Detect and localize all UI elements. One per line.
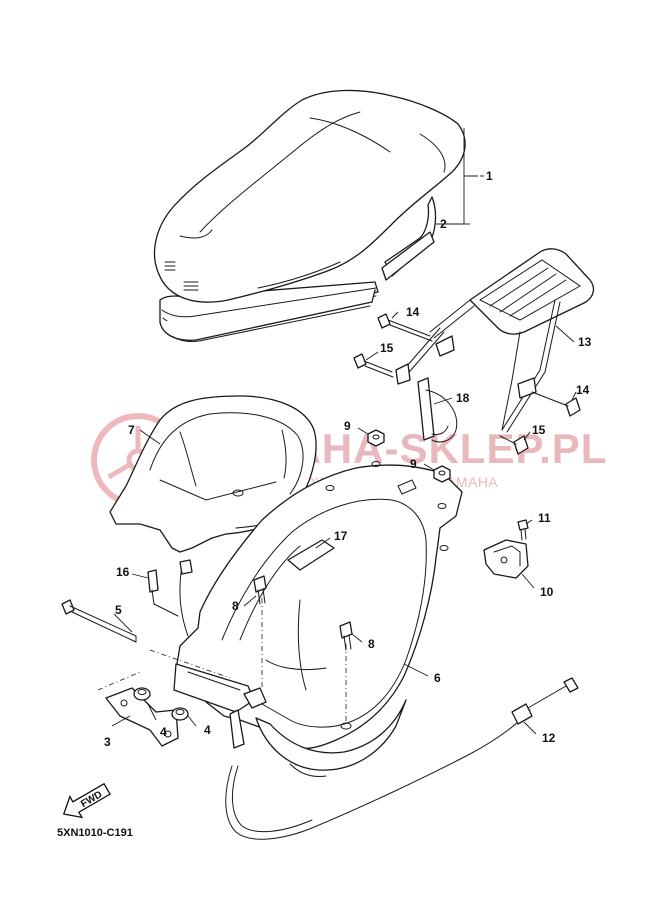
callout-4b: 4 (204, 723, 211, 737)
callout-14b: 14 (576, 383, 590, 397)
cable-clip (417, 377, 458, 443)
callout-3: 3 (104, 735, 111, 749)
callout-12: 12 (542, 731, 556, 745)
callout-6: 6 (434, 671, 441, 685)
screw-8-right (339, 621, 353, 651)
callout-2: 2 (440, 217, 447, 231)
callout-4a: 4 (160, 725, 167, 739)
screw-11 (517, 519, 529, 541)
fwd-label: FWD (79, 789, 104, 810)
callout-18: 18 (456, 391, 470, 405)
damper-4-right (171, 707, 189, 721)
bolt-15-upper (353, 353, 394, 378)
callout-8a: 8 (232, 599, 239, 613)
callout-15b: 15 (532, 423, 546, 437)
bolt-14-lower (531, 391, 581, 417)
leader-lines (111, 128, 577, 735)
cable-holder-16 (147, 559, 193, 637)
fwd-arrow: FWD (62, 782, 111, 819)
seat-latch (483, 539, 529, 579)
callout-5: 5 (115, 603, 122, 617)
seat-lock-cable (225, 677, 579, 840)
seat-assembly (153, 89, 466, 343)
callout-8b: 8 (368, 637, 375, 651)
callout-labels: 1 2 3 4 4 5 6 7 8 8 9 9 10 11 12 13 14 1… (104, 169, 592, 749)
label-17 (287, 539, 335, 571)
callout-17: 17 (334, 529, 348, 543)
callout-7: 7 (128, 423, 135, 437)
callout-9b: 9 (410, 457, 417, 471)
callout-1: 1 (486, 169, 493, 183)
bolt-15-lower (499, 435, 529, 455)
callout-9a: 9 (344, 419, 351, 433)
callout-13: 13 (578, 335, 592, 349)
callout-10: 10 (540, 585, 554, 599)
nut-9-left (367, 429, 385, 447)
nut-9-right (433, 465, 451, 483)
fwd-arrow-icon (62, 782, 111, 819)
screw-8-left (253, 575, 267, 605)
damper-4-left (133, 687, 151, 701)
callout-15a: 15 (380, 341, 394, 355)
callout-14a: 14 (406, 305, 420, 319)
callout-11: 11 (538, 511, 551, 525)
diagram-code: 5XN1010-C191 (57, 827, 133, 839)
callout-16: 16 (116, 565, 130, 579)
bolt-14-upper (377, 313, 433, 342)
helmet-box (149, 461, 463, 777)
rear-carrier (395, 248, 595, 433)
long-bolt-5 (61, 599, 137, 643)
storage-tray (109, 395, 317, 553)
